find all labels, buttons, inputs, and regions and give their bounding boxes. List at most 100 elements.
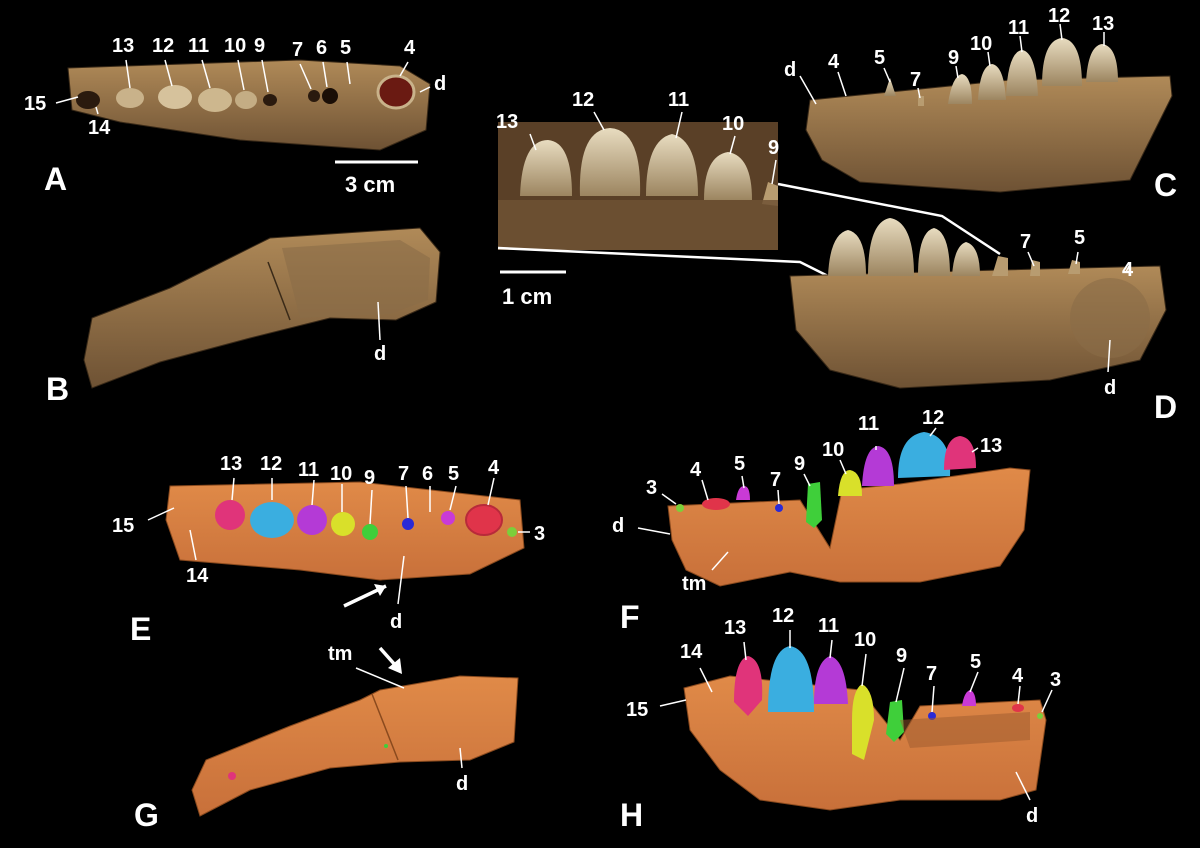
scale-bar-inset: 1 cm [500, 270, 566, 309]
g-label-tm: tm [328, 643, 352, 665]
panel-label-g: G [134, 797, 159, 833]
h-label-9: 9 [896, 645, 907, 667]
d-label-4: 4 [1122, 259, 1134, 281]
f-label-4: 4 [690, 459, 702, 481]
scale-bar-main-label: 3 cm [345, 172, 395, 197]
inset-label-9: 9 [768, 137, 779, 159]
panel-a-leader-lines [55, 59, 431, 115]
b-label-d: d [374, 343, 386, 365]
f-label-5: 5 [734, 453, 745, 475]
f-label-13: 13 [980, 435, 1002, 457]
panel-b-specimen [83, 227, 441, 389]
h-label-d: d [1026, 805, 1038, 827]
panel-f-tooth-labels: 3 4 5 7 9 10 11 12 13 d tm [612, 407, 1002, 595]
h-label-12: 12 [772, 605, 794, 627]
panel-label-e: E [130, 611, 151, 647]
panel-c-specimen [805, 38, 1173, 193]
c-label-9: 9 [948, 47, 959, 69]
e-label-13: 13 [220, 453, 242, 475]
a-label-14: 14 [88, 117, 111, 139]
e-label-3: 3 [534, 523, 545, 545]
panel-label-a: A [44, 161, 67, 197]
panel-f-model [667, 432, 1031, 587]
panel-c-tooth-labels: d 4 5 7 9 10 11 12 13 [784, 5, 1114, 91]
panel-g-arrow [378, 646, 398, 668]
e-label-15: 15 [112, 515, 134, 537]
panel-label-f: F [620, 599, 640, 635]
inset-connector-lines [497, 182, 1001, 278]
panel-g-leader-lines [355, 667, 463, 769]
d-label-5: 5 [1074, 227, 1085, 249]
f-label-3: 3 [646, 477, 657, 499]
inset-label-13: 13 [496, 111, 518, 133]
panel-label-h: H [620, 797, 643, 833]
inset-leader-lines [529, 111, 777, 185]
inset-label-10: 10 [722, 113, 744, 135]
panel-d-specimen [789, 218, 1167, 389]
f-label-11: 11 [858, 413, 879, 435]
panel-c-leader-lines [799, 23, 1105, 105]
e-label-14: 14 [186, 565, 209, 587]
a-label-15: 15 [24, 93, 46, 115]
h-label-13: 13 [724, 617, 746, 639]
f-label-9: 9 [794, 453, 805, 475]
panel-label-b: B [46, 371, 69, 407]
panel-a-specimen [67, 59, 431, 151]
h-label-14: 14 [680, 641, 703, 663]
e-label-6: 6 [422, 463, 433, 485]
c-label-11: 11 [1008, 17, 1029, 39]
panel-d-tooth-labels: 7 5 4 d [1020, 227, 1134, 399]
f-label-d: d [612, 515, 624, 537]
panel-h-tooth-labels: 14 13 12 11 10 9 7 5 4 3 15 d [626, 605, 1061, 827]
e-label-10: 10 [330, 463, 352, 485]
a-label-7: 7 [292, 39, 303, 61]
panel-e-model [165, 481, 525, 581]
h-label-5: 5 [970, 651, 981, 673]
inset-label-11: 11 [668, 89, 689, 111]
scale-bar-main: 3 cm [335, 160, 418, 197]
panel-e-arrow-head [374, 584, 386, 596]
g-label-d: d [456, 773, 468, 795]
c-label-d: d [784, 59, 796, 81]
c-label-4: 4 [828, 51, 840, 73]
e-label-9: 9 [364, 467, 375, 489]
a-label-5: 5 [340, 37, 351, 59]
e-label-4: 4 [488, 457, 500, 479]
a-label-10: 10 [224, 35, 246, 57]
a-label-13: 13 [112, 35, 134, 57]
c-label-12: 12 [1048, 5, 1070, 27]
d-label-d: d [1104, 377, 1116, 399]
h-label-3: 3 [1050, 669, 1061, 691]
inset-photo [498, 122, 778, 250]
inset-label-12: 12 [572, 89, 594, 111]
h-label-15: 15 [626, 699, 648, 721]
e-label-11: 11 [298, 459, 319, 481]
panel-h-leader-lines [659, 630, 1053, 801]
a-label-11: 11 [188, 35, 209, 57]
h-label-7: 7 [926, 663, 937, 685]
inset-tooth-labels: 13 12 11 10 9 [496, 89, 779, 159]
h-label-11: 11 [818, 615, 839, 637]
d-label-7: 7 [1020, 231, 1031, 253]
c-label-7: 7 [910, 69, 921, 91]
panel-a-alveoli [76, 74, 416, 112]
panel-label-c: C [1154, 167, 1177, 203]
a-label-4: 4 [404, 37, 416, 59]
c-label-13: 13 [1092, 13, 1114, 35]
f-label-7: 7 [770, 469, 781, 491]
f-label-12: 12 [922, 407, 944, 429]
c-label-5: 5 [874, 47, 885, 69]
f-label-tm: tm [682, 573, 706, 595]
a-label-12: 12 [152, 35, 174, 57]
a-label-9: 9 [254, 35, 265, 57]
h-label-4: 4 [1012, 665, 1024, 687]
a-label-d: d [434, 73, 446, 95]
e-label-7: 7 [398, 463, 409, 485]
panel-g-model [191, 675, 519, 817]
panel-b-leader-d [377, 301, 381, 341]
e-label-12: 12 [260, 453, 282, 475]
panel-e-tooth-labels: 13 12 11 10 9 7 6 5 4 3 15 14 d [112, 453, 545, 633]
panel-d-leader-lines [1027, 251, 1131, 373]
